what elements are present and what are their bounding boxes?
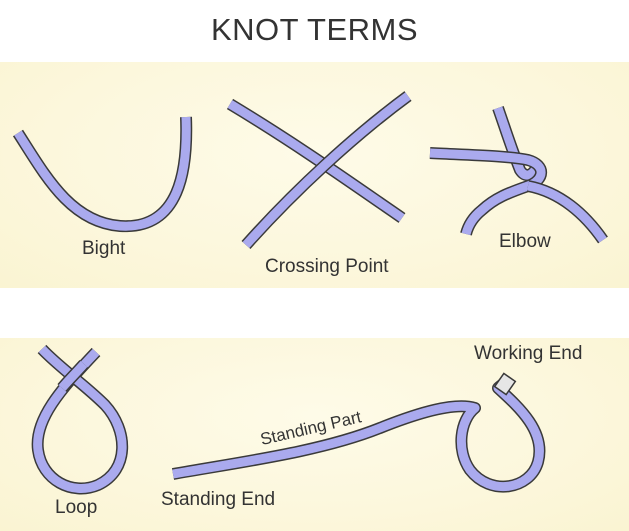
standing-part-rope [171, 377, 546, 493]
elbow-label: Elbow [499, 231, 551, 252]
crossing-point-label: Crossing Point [265, 256, 389, 277]
bight-rope [12, 116, 193, 233]
crossing-point-rope [226, 91, 412, 249]
standing-end-label: Standing End [161, 489, 276, 510]
working-end-label: Working End [474, 343, 583, 364]
loop-label: Loop [55, 497, 98, 518]
loop-rope [31, 344, 129, 495]
bottom-panel [0, 338, 629, 531]
elbow-rope [429, 106, 608, 244]
working-end-cap [493, 372, 517, 396]
bight-label: Bight [82, 238, 126, 259]
diagram-title: KNOT TERMS [210, 12, 419, 47]
